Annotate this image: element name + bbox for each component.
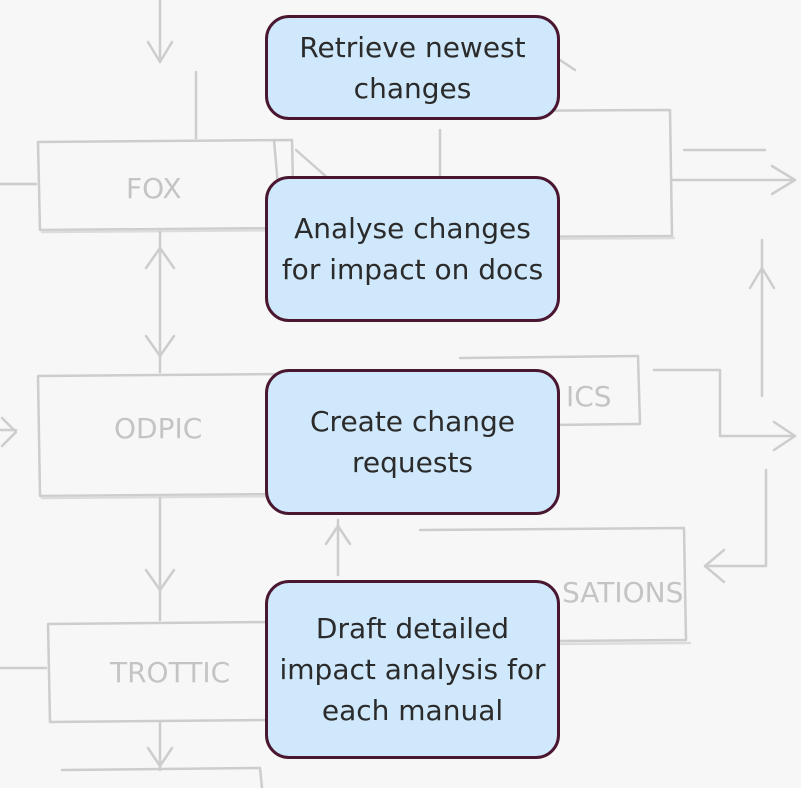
step-label: Retrieve newest changes (299, 30, 526, 105)
step-label: Create change requests (310, 405, 515, 479)
step-label: Analyse changes for impact on docs (281, 212, 544, 286)
sketch-label-odpic: ODPIC (114, 412, 202, 445)
sketch-label-trottic: TROTTIC (109, 656, 230, 689)
sketch-label-sations: SATIONS (562, 576, 683, 609)
step-label: Draft detailed impact analysis for each … (279, 612, 546, 727)
step-draft-impact-analysis: Draft detailed impact analysis for each … (265, 580, 560, 759)
step-create-change-requests: Create change requests (265, 369, 560, 515)
step-retrieve-changes: Retrieve newest changes (265, 15, 560, 120)
sketch-label-fox: FOX (126, 172, 182, 205)
step-analyse-changes: Analyse changes for impact on docs (265, 176, 560, 322)
sketch-label-ics: ICS (566, 380, 612, 413)
